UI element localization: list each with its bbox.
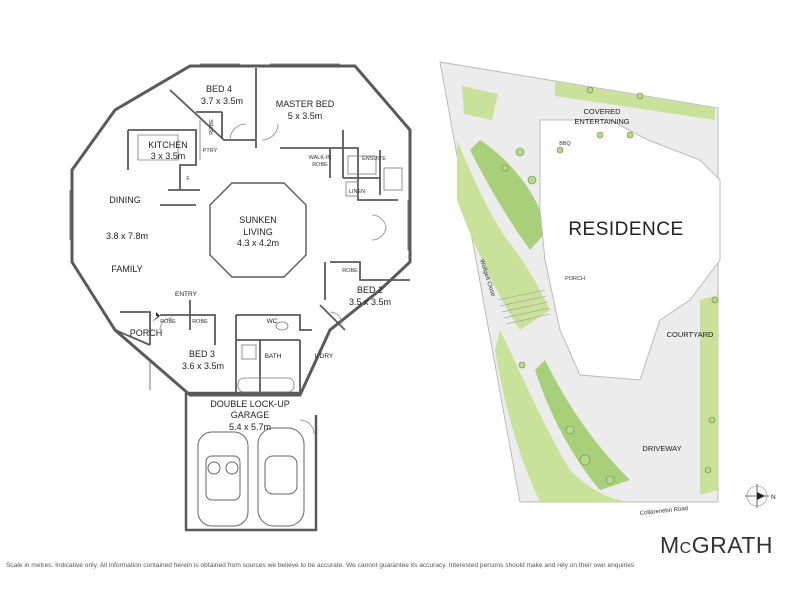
robe-label-bed3: ROBE xyxy=(192,319,208,325)
bath-label: BATH xyxy=(265,353,282,360)
walkin-line1: WALK-IN xyxy=(309,155,332,161)
site-garden-left xyxy=(470,140,548,250)
porch-name: PORCH xyxy=(130,328,163,338)
master-name: MASTER BED xyxy=(276,99,335,109)
wc-label: WC xyxy=(267,318,278,325)
compass-north-label: N xyxy=(771,494,776,501)
car-right xyxy=(257,427,305,527)
site-trees xyxy=(501,86,719,485)
linen-label: LINEN xyxy=(349,189,365,195)
bed2-dims: 3.5 x 3.5m xyxy=(349,297,391,307)
kitchen-name: KITCHEN xyxy=(148,140,188,150)
brand-m: M xyxy=(660,532,680,558)
windows xyxy=(69,63,409,390)
brand-logo: MCGRATH xyxy=(660,532,773,559)
car-left xyxy=(197,431,249,527)
brand-c: C xyxy=(679,540,692,557)
bed4-dims: 3.7 x 3.5m xyxy=(201,96,243,106)
covered-line1: COVERED xyxy=(583,107,621,116)
residence-footprint xyxy=(539,119,721,381)
compass-icon xyxy=(745,484,769,508)
site-lawn-topleft xyxy=(462,86,498,120)
driveway-label: DRIVEWAY xyxy=(642,444,681,453)
bbq-label: BBQ xyxy=(559,141,571,147)
site-lawn-left xyxy=(457,140,550,330)
family-name: FAMILY xyxy=(111,264,142,274)
garage-line1: DOUBLE LOCK-UP xyxy=(210,399,290,409)
door-swings xyxy=(159,123,387,435)
site-lawn-right xyxy=(700,295,718,495)
robe-label-porch: ROBE xyxy=(160,319,176,325)
road-bottom-label: Collarenebri Road xyxy=(640,506,689,517)
bed3-name: BED 3 xyxy=(189,349,215,359)
robe-label-bed4: ROBE xyxy=(209,119,215,135)
site-lawn-top xyxy=(555,82,715,120)
sunken-line2: LIVING xyxy=(243,227,273,237)
bed3-dims: 3.6 x 3.5m xyxy=(182,361,224,371)
ptry-label: PTRY xyxy=(203,148,218,154)
master-dims: 5 x 3.5m xyxy=(288,111,323,121)
bed4-name: BED 4 xyxy=(206,84,232,94)
sunken-dims: 4.3 x 4.2m xyxy=(237,238,279,248)
kitchen-dims: 3 x 3.5m xyxy=(151,151,186,161)
walkin-line2: ROBE xyxy=(312,162,328,168)
kitchen-bench xyxy=(137,120,201,161)
garage-dims: 5.4 x 5.7m xyxy=(229,422,271,432)
robe-label-bed2: ROBE xyxy=(342,268,358,274)
bed2-name: BED 2 xyxy=(357,285,383,295)
fridge-label: F xyxy=(186,176,190,182)
site-porch-label: PORCH xyxy=(565,276,585,282)
dining-dims: 3.8 x 7.8m xyxy=(106,231,148,241)
dining-name: DINING xyxy=(109,195,141,205)
laundry-label: L'DRY xyxy=(315,353,334,360)
residence-label: RESIDENCE xyxy=(568,219,683,240)
disclaimer-text: Scale in metres. Indicative only. All in… xyxy=(6,562,635,569)
garage-outline xyxy=(184,391,318,532)
bathroom-fixtures xyxy=(237,155,403,393)
brand-rest: GRATH xyxy=(691,532,774,558)
site-lawn-bottom xyxy=(495,330,630,502)
sunken-line1: SUNKEN xyxy=(239,215,277,225)
site-garden-bottom xyxy=(535,360,630,490)
courtyard-label: COURTYARD xyxy=(667,330,714,339)
site-stairs xyxy=(497,289,551,325)
garage-line2: GARAGE xyxy=(231,410,270,420)
entry-label: ENTRY xyxy=(175,291,198,298)
ensuite-label: ENSUITE xyxy=(362,156,386,162)
covered-line2: ENTERTAINING xyxy=(574,117,629,126)
interior-walls xyxy=(114,68,410,395)
entry-arrow-icon xyxy=(152,312,160,322)
